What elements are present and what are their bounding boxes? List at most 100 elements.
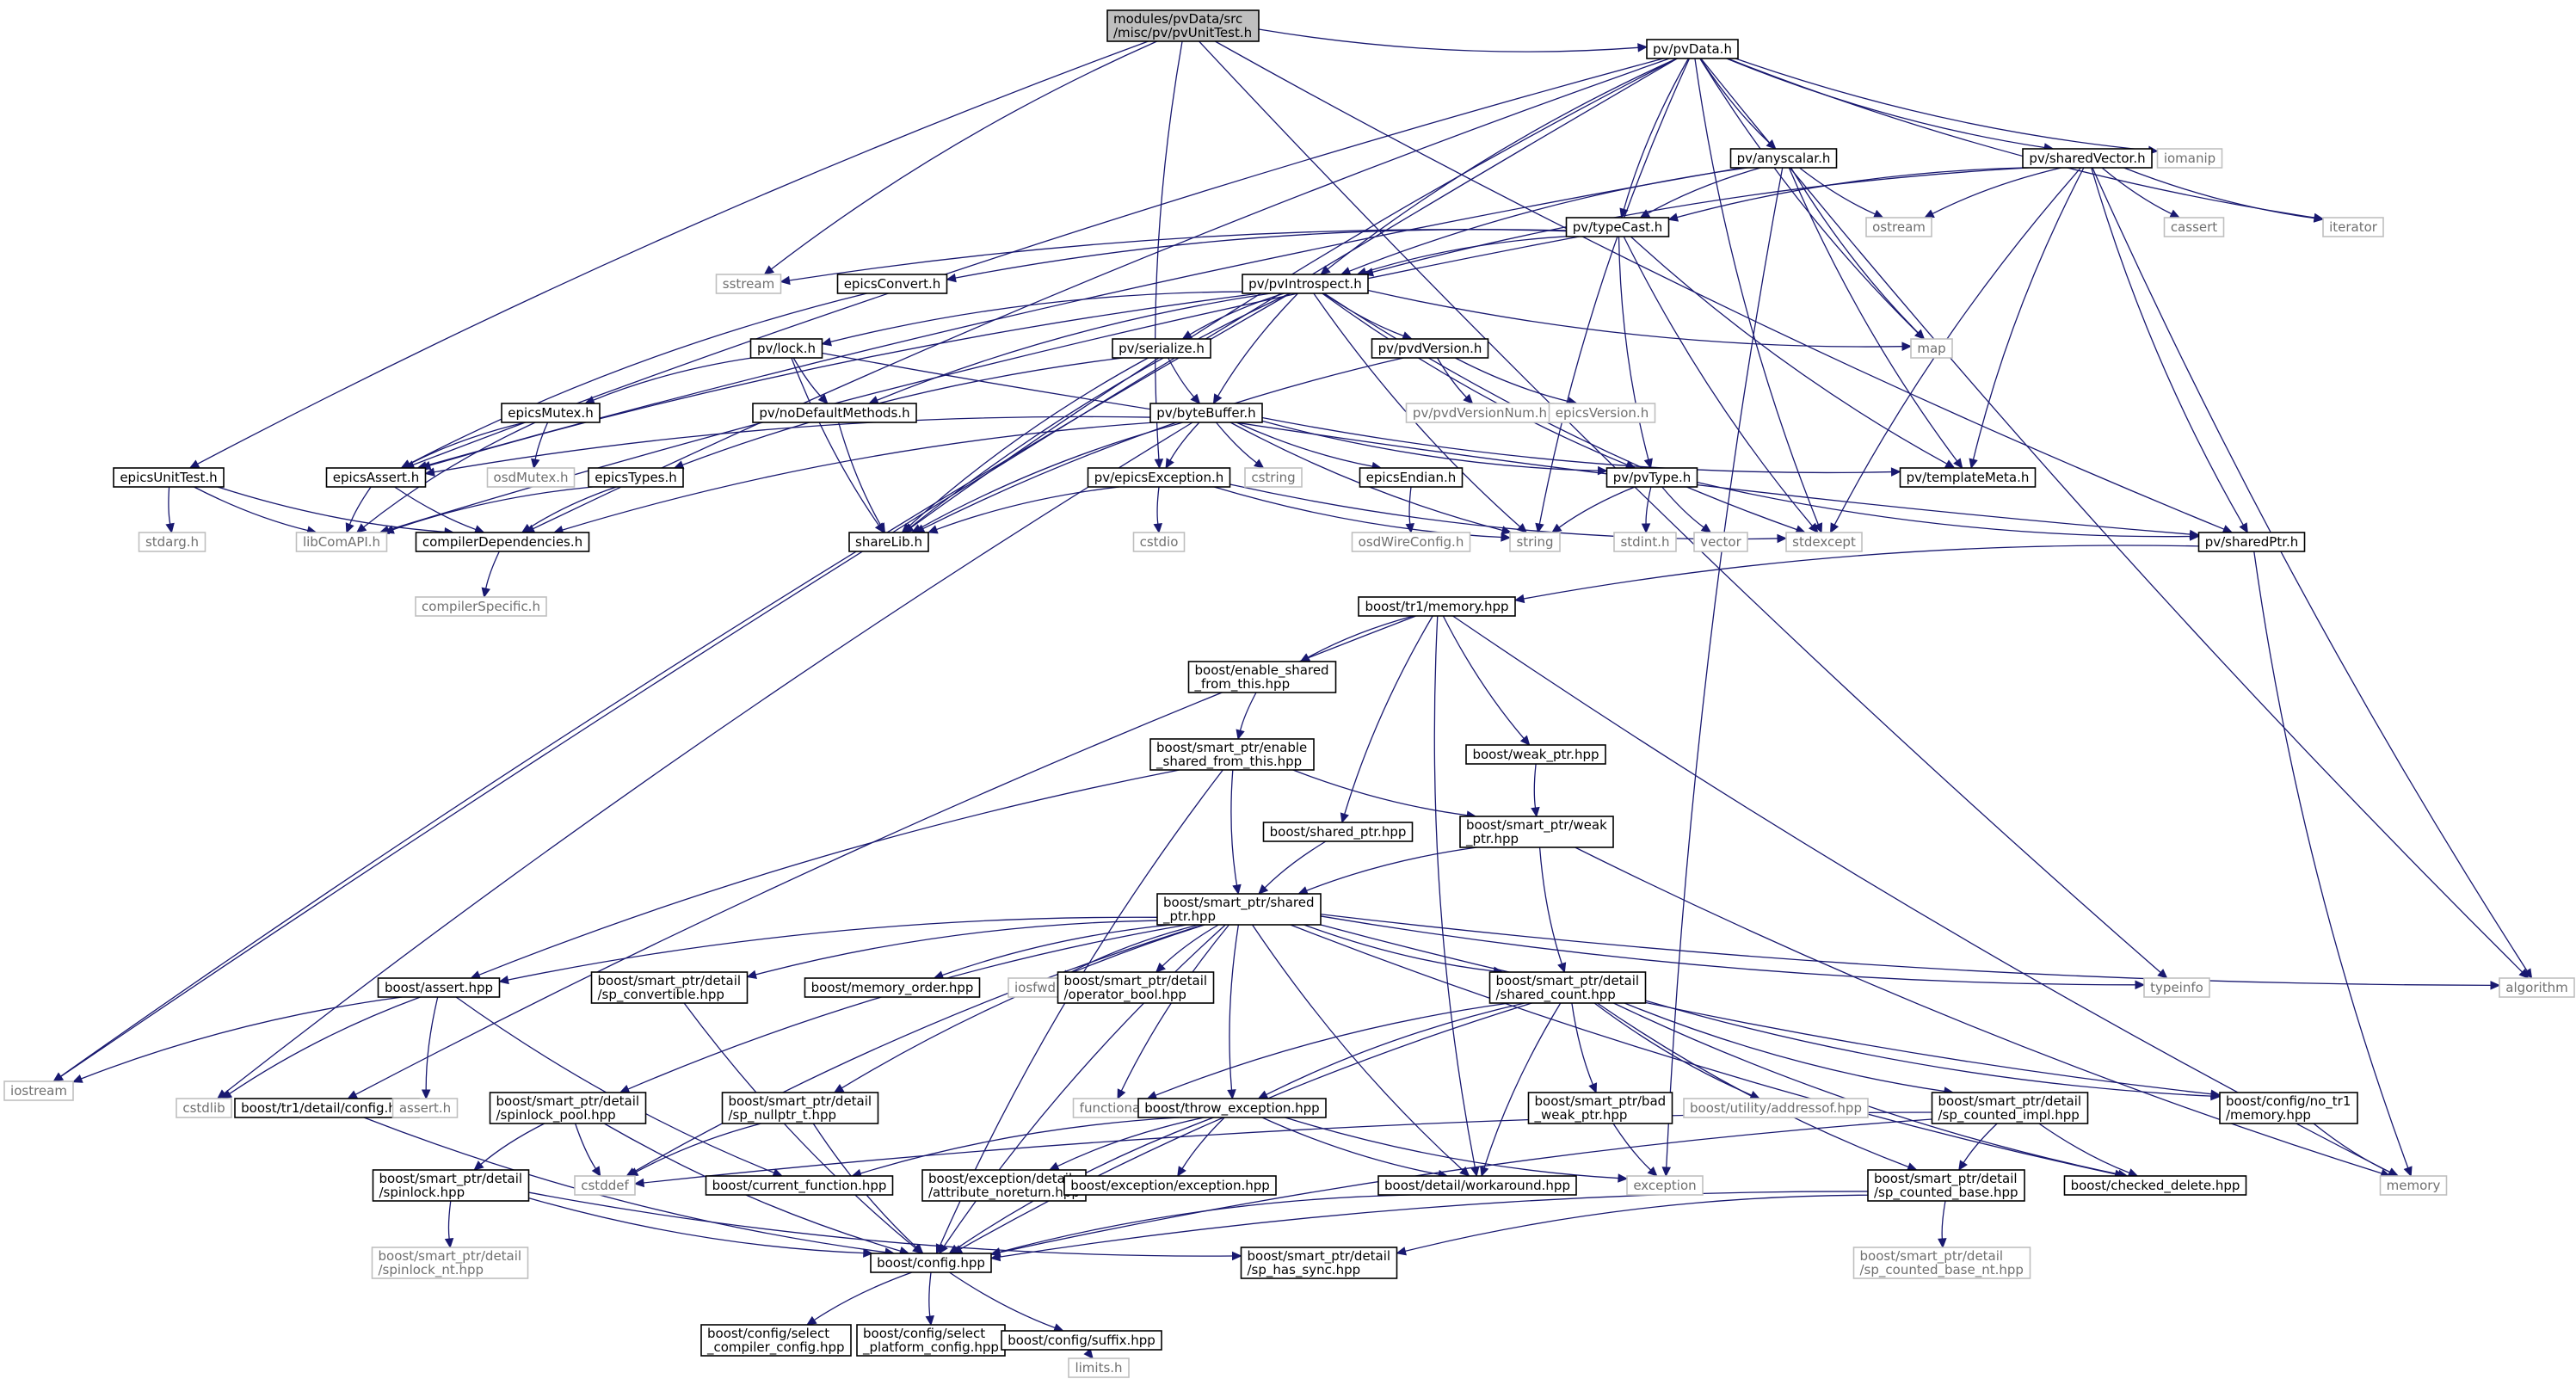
node-box [325,467,427,488]
node-epics-exception[interactable]: pv/epicsException.h [1087,467,1231,488]
node-box [1244,467,1303,488]
node-label: /sp_counted_base_nt.hpp [1860,1262,2024,1278]
edge-spCountedImpl-to-checkedDelete [2038,1123,2139,1178]
node-anyscalar[interactable]: pv/anyscalar.h [1729,148,1838,169]
node-share-lib[interactable]: shareLib.h [848,532,929,552]
node-label: boost/shared_ptr.hpp [1270,824,1407,840]
node-compiler-dep[interactable]: compilerDependencies.h [415,532,590,552]
node-label: boost/smart_ptr/weak [1466,817,1607,834]
node-pvd-version[interactable]: pv/pvdVersion.h [1371,338,1489,359]
node-sp-nullptr[interactable]: boost/smart_ptr/detail/sp_nullptr_t.hpp [721,1092,879,1124]
node-epics-endian[interactable]: epicsEndian.h [1359,467,1464,488]
edge-pvIntrospect-to-map [1367,289,1913,351]
node-root[interactable]: modules/pvData/src/misc/pv/pvUnitTest.h [1106,9,1260,42]
node-epics-mutex[interactable]: epicsMutex.h [501,403,601,423]
node-box [705,1175,894,1196]
edge-pvType-to-string [1550,486,1636,533]
node-epics-unit-test[interactable]: epicsUnitTest.h [113,467,225,488]
edge-noTr1Memory-to-memory [2313,1123,2400,1177]
node-sp-convertible[interactable]: boost/smart_ptr/detail/sp_convertible.hp… [590,971,749,1004]
node-sp-counted-impl[interactable]: boost/smart_ptr/detail/sp_counted_impl.h… [1931,1092,2089,1124]
node-memory-order[interactable]: boost/memory_order.hpp [804,977,981,998]
node-shared-ptr-hpp[interactable]: boost/shared_ptr.hpp [1262,822,1414,842]
node-label: boost/current_function.hpp [712,1178,887,1194]
edge-pvData-to-iostream [52,58,1678,1082]
node-current-function[interactable]: boost/current_function.hpp [705,1175,894,1196]
node-box [1242,274,1369,294]
node-label: boost/throw_exception.hpp [1144,1100,1319,1117]
node-label: boost/smart_ptr/detail [729,1093,872,1110]
node-checked-delete[interactable]: boost/checked_delete.hpp [2063,1175,2247,1196]
node-box [1910,338,1953,359]
node-sp-weak-ptr[interactable]: boost/smart_ptr/weak_ptr.hpp [1459,816,1614,848]
node-label: boost/smart_ptr/detail [1064,973,1208,989]
node-bad-weak-ptr[interactable]: boost/smart_ptr/bad_weak_ptr.hpp [1527,1092,1673,1124]
node-box [415,532,590,552]
node-select-compiler[interactable]: boost/config/select_compiler_config.hpp [700,1324,852,1357]
edge-pvdVersion-to-epicsVersion [1455,357,1578,406]
node-template-meta[interactable]: pv/templateMeta.h [1899,467,2037,488]
node-sp-has-sync[interactable]: boost/smart_ptr/detail/sp_has_sync.hpp [1240,1247,1398,1279]
node-label: _weak_ptr.hpp [1534,1107,1628,1124]
node-label: boost/memory_order.hpp [811,980,974,996]
node-shared-count[interactable]: boost/smart_ptr/detail/shared_count.hpp [1488,971,1647,1004]
node-throw-exception[interactable]: boost/throw_exception.hpp [1137,1098,1327,1118]
node-epics-convert[interactable]: epicsConvert.h [836,274,948,294]
node-suffix[interactable]: boost/config/suffix.hpp [1001,1330,1162,1351]
node-cstdlib: cstdlib [176,1098,232,1118]
node-label: /sp_counted_base.hpp [1874,1185,2018,1201]
node-box [1867,1169,2025,1202]
edge-epicsTypes-to-compilerDep [521,486,617,533]
node-serialize[interactable]: pv/serialize.h [1112,338,1211,359]
node-workaround[interactable]: boost/detail/workaround.hpp [1377,1175,1577,1196]
node-label: pv/sharedVector.h [2029,151,2145,166]
edge-throwException-to-currentFunction [851,1117,1180,1178]
node-no-tr1memory[interactable]: boost/config/no_tr1/memory.hpp [2219,1092,2358,1124]
node-spinlock[interactable]: boost/smart_ptr/detail/spinlock.hpp [372,1169,530,1202]
node-assert-hpp[interactable]: boost/assert.hpp [377,977,501,998]
node-attr-noreturn[interactable]: boost/exception/detail/attribute_noretur… [921,1169,1087,1202]
node-label: epicsEndian.h [1366,470,1457,485]
edge-typeCast-to-epicsConvert [946,229,1567,283]
node-pv-type[interactable]: pv/pvType.h [1605,467,1698,488]
node-spinlock-pool[interactable]: boost/smart_ptr/detail/spinlock_pool.hpp [489,1092,647,1124]
node-label: sstream [723,276,774,292]
node-sp-enable-shared[interactable]: boost/smart_ptr/enable_shared_from_this.… [1149,738,1315,771]
node-weak-ptr[interactable]: boost/weak_ptr.hpp [1465,744,1606,765]
node-shared-vector[interactable]: pv/sharedVector.h [2022,148,2153,169]
node-label: functional [1080,1100,1144,1116]
node-config-hpp[interactable]: boost/config.hpp [870,1253,992,1273]
node-box [836,274,948,294]
node-label: _shared_from_this.hpp [1156,754,1302,770]
node-box [700,1324,852,1357]
node-pv-data[interactable]: pv/pvData.h [1646,39,1739,59]
node-epics-assert[interactable]: epicsAssert.h [325,467,427,488]
edge-tr1memory-to-weakPtr [1442,615,1531,746]
node-tr1memory[interactable]: boost/tr1/memory.hpp [1358,596,1516,617]
node-stdarg: stdarg.h [138,532,206,552]
node-lock[interactable]: pv/lock.h [749,338,823,359]
node-byte-buffer[interactable]: pv/byteBuffer.h [1149,403,1263,423]
node-box [804,977,981,998]
node-operator-bool[interactable]: boost/smart_ptr/detail/operator_bool.hpp [1057,971,1215,1004]
node-epics-types[interactable]: epicsTypes.h [588,467,684,488]
node-pv-introspect[interactable]: pv/pvIntrospect.h [1242,274,1369,294]
node-exception-hpp[interactable]: boost/exception/exception.hpp [1063,1175,1277,1196]
node-sp-counted-base[interactable]: boost/smart_ptr/detail/sp_counted_base.h… [1867,1169,2025,1202]
node-box [2143,977,2210,998]
node-label: boost/smart_ptr/detail [379,1171,523,1187]
node-box [588,467,684,488]
node-tr1config[interactable]: boost/tr1/detail/config.hpp [234,1098,420,1118]
node-label: assert.h [399,1100,451,1116]
node-addressof: boost/utility/addressof.hpp [1683,1098,1869,1118]
node-box [752,403,917,423]
node-select-platform[interactable]: boost/config/select_platform_config.hpp [856,1324,1006,1357]
edge-spCountedImpl-to-spCountedBase [1958,1123,1998,1172]
node-shared-ptr[interactable]: pv/sharedPtr.h [2197,532,2306,552]
node-enable-shared[interactable]: boost/enable_shared_from_this.hpp [1187,661,1337,693]
edge-spCountedBase-to-configHpp [989,1191,1869,1262]
node-type-cast[interactable]: pv/typeCast.h [1565,217,1670,237]
node-no-default[interactable]: pv/noDefaultMethods.h [752,403,917,423]
node-sp-shared-ptr[interactable]: boost/smart_ptr/shared_ptr.hpp [1156,893,1322,926]
